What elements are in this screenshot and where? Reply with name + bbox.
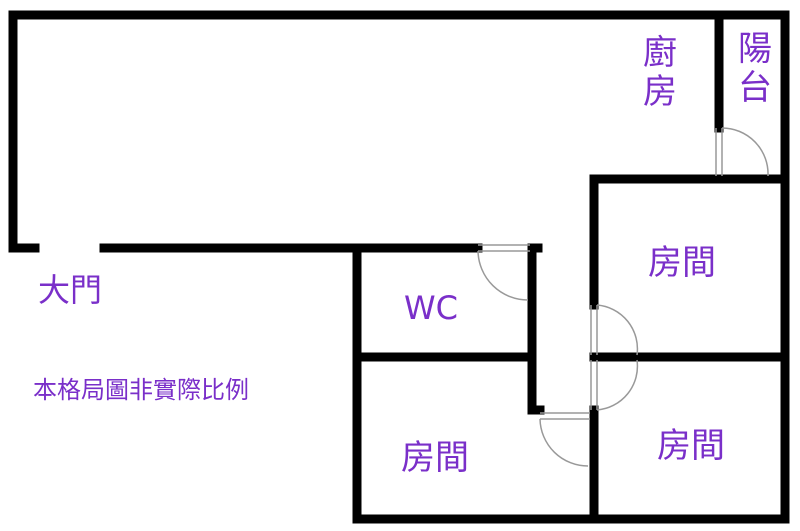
doors xyxy=(477,127,769,467)
kitchen-label: 廚房 xyxy=(643,33,677,113)
balcony-label: 陽台 xyxy=(738,29,772,109)
walls xyxy=(8,10,790,524)
scale-disclaimer: 本格局圖非實際比例 xyxy=(33,376,249,404)
bedroom-upper-right-label: 房間 xyxy=(648,243,716,283)
bedroom-lower-right-label: 房間 xyxy=(657,426,725,466)
wc-door xyxy=(477,244,530,301)
wc-label: WC xyxy=(404,289,458,327)
entrance-label: 大門 xyxy=(38,271,103,309)
balcony-door xyxy=(715,127,769,177)
bedroom-lower-left-label: 房間 xyxy=(401,438,469,478)
bedroom-upper-door xyxy=(590,304,639,356)
bedroom-lower-door xyxy=(590,359,639,411)
bedroom-left-door xyxy=(539,412,590,467)
